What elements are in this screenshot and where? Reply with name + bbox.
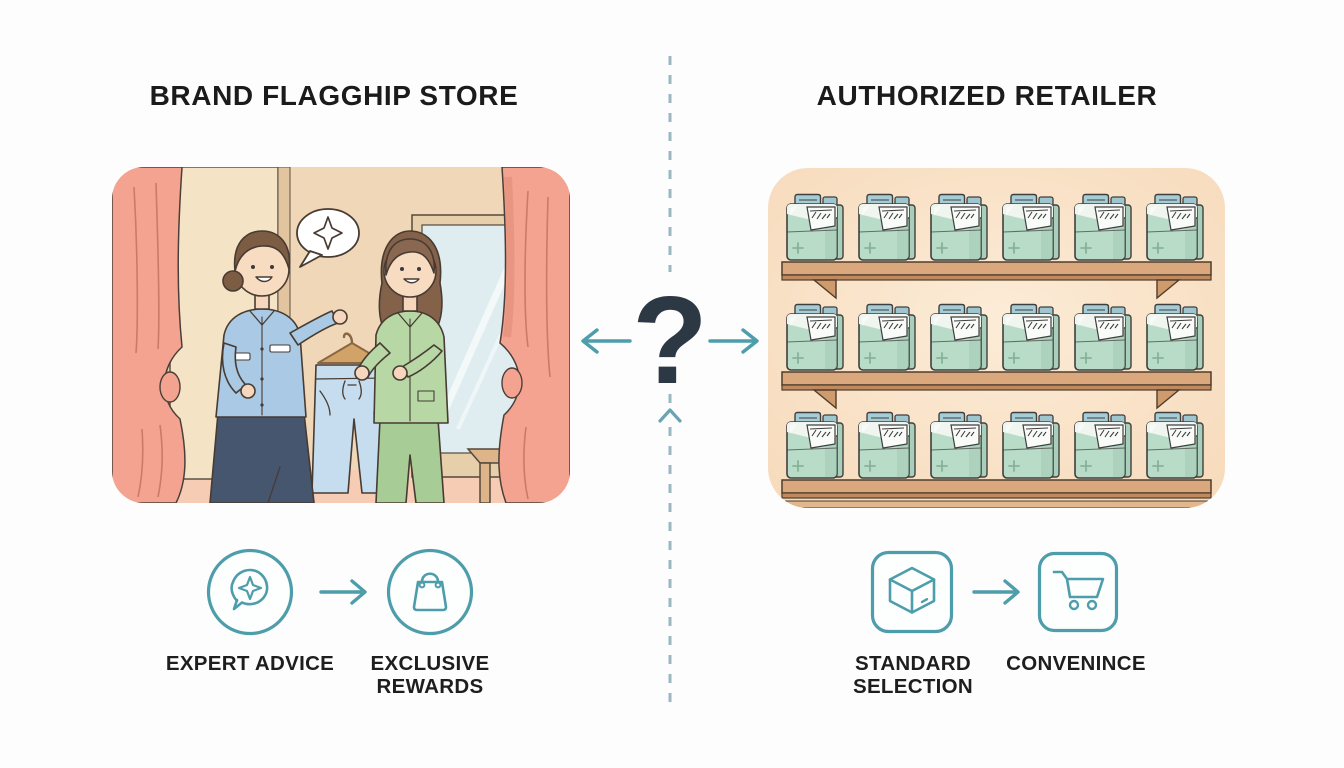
flagship-store-illustration xyxy=(112,167,570,503)
product-package xyxy=(786,411,844,479)
store-staff-figure xyxy=(209,230,348,503)
product-package xyxy=(1146,411,1204,479)
expert-advice-label: EXPERT ADVICE xyxy=(165,652,335,675)
product-package xyxy=(858,193,916,261)
product-package xyxy=(1146,303,1204,371)
store-scene-drawing xyxy=(112,167,570,503)
product-package xyxy=(1074,193,1132,261)
product-package xyxy=(1074,303,1132,371)
shelf-boards xyxy=(781,261,1212,508)
product-package xyxy=(786,303,844,371)
retailer-shelves-illustration xyxy=(768,168,1225,508)
sparkle-speech-bubble xyxy=(296,208,360,268)
left-curtain xyxy=(112,167,186,503)
product-package xyxy=(1002,303,1060,371)
standard-selection-label: STANDARD SELECTION xyxy=(852,652,973,699)
chevron-up-icon xyxy=(658,408,682,423)
sparkle-speech-bubble-icon xyxy=(206,548,294,636)
convenience-label: CONVENINCE xyxy=(1006,652,1146,675)
arrow-right-small-icon-right-group xyxy=(972,579,1020,605)
product-package xyxy=(858,411,916,479)
product-box-icon xyxy=(870,550,954,634)
product-package xyxy=(1146,193,1204,261)
product-package xyxy=(858,303,916,371)
shelves-scene-drawing xyxy=(768,168,1225,508)
product-package xyxy=(930,303,988,371)
product-package xyxy=(1074,411,1132,479)
customer-figure xyxy=(354,230,449,503)
right-curtain xyxy=(498,167,570,503)
product-package xyxy=(1002,411,1060,479)
left-title: BRAND FLAGGHIP STORE xyxy=(149,80,519,111)
arrow-right-icon xyxy=(708,328,759,354)
product-package xyxy=(930,411,988,479)
product-package xyxy=(786,193,844,261)
right-title: AUTHORIZED RETAILER xyxy=(816,80,1158,111)
arrow-right-small-icon-left-group xyxy=(319,579,367,605)
shopping-bag-icon xyxy=(386,548,474,636)
question-mark: ? xyxy=(632,272,708,410)
shopping-cart-icon xyxy=(1037,551,1119,633)
product-package xyxy=(930,193,988,261)
arrow-left-icon xyxy=(581,328,632,354)
exclusive-rewards-label: EXCLUSIVE REWARDS xyxy=(370,652,490,699)
product-package xyxy=(1002,193,1060,261)
